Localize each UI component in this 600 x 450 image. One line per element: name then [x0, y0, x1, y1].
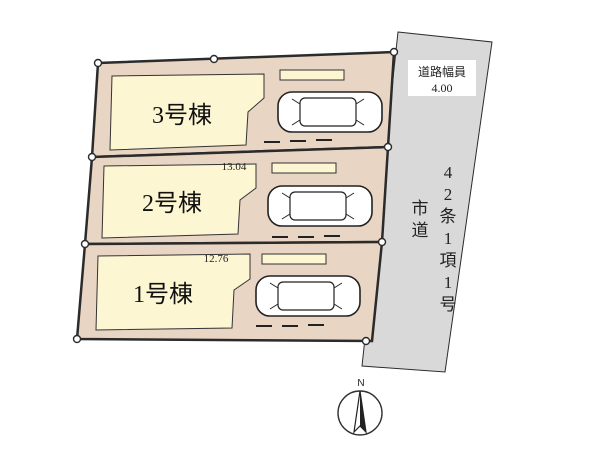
road-width-title: 道路幅員	[418, 64, 466, 79]
lot-1-dimension: 12.76	[204, 253, 229, 265]
road-width-label-bg	[408, 60, 476, 96]
lot-2-name: 2号棟	[142, 190, 202, 217]
lot-3-parking-lines	[264, 139, 332, 143]
lot-3-house	[109, 73, 265, 151]
road-kind-label: 市道	[412, 199, 429, 240]
north-label: N	[357, 378, 364, 389]
lot-1-parking-marker	[261, 253, 327, 265]
lot-3-name: 3号棟	[152, 102, 212, 129]
lot-1-parking-lines	[256, 324, 324, 327]
lot-2-car-icon	[267, 185, 373, 227]
north-arrow-icon: N	[337, 378, 383, 436]
lot-3-parking-marker	[279, 69, 345, 81]
lot-2-dimension: 13.04	[222, 161, 247, 173]
lot-3-car-icon	[277, 91, 383, 133]
lot-1-house	[95, 253, 251, 331]
lot-2-parking-lines	[272, 235, 340, 238]
lot-1-car-icon	[255, 275, 361, 317]
lot-1-name: 1号棟	[133, 281, 193, 308]
boundary-markers	[72, 47, 399, 346]
lot-2-house	[101, 163, 257, 239]
lot-2-parking-marker	[271, 162, 337, 174]
road-width-value: 4.00	[432, 81, 453, 95]
